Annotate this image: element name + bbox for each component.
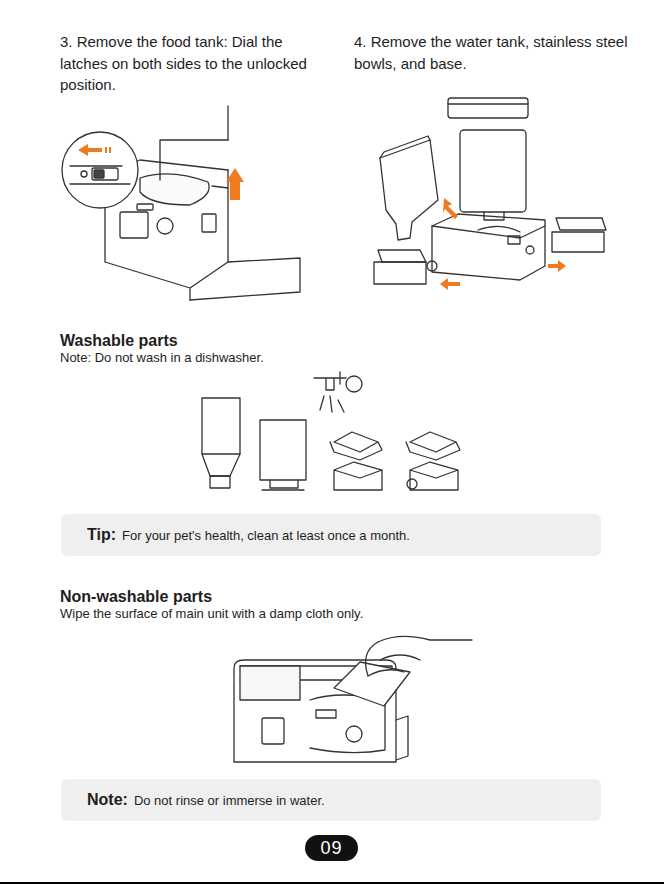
step-instruction: 4. Remove the water tank, stainless stee…: [354, 31, 646, 74]
section-note: Wipe the surface of main unit with a dam…: [60, 605, 580, 622]
section-note: Note: Do not wash in a dishwasher.: [60, 349, 480, 366]
box-heading: Tip:: [87, 526, 116, 544]
washable-parts-illustration: [202, 372, 460, 490]
disassembly-illustration: [374, 98, 606, 284]
food-tank-latch-illustration: [62, 106, 300, 300]
page-number-text: 09: [320, 838, 342, 859]
page-number: 09: [305, 835, 358, 861]
main-unit-wipe-illustration: [234, 636, 472, 762]
section-heading: Non-washable parts: [60, 587, 480, 607]
box-body: Do not rinse or immerse in water.: [134, 792, 325, 809]
step-instruction: 3. Remove the food tank: Dial the latche…: [60, 31, 324, 96]
note-box: Note: Do not rinse or immerse in water.: [61, 779, 601, 821]
orange-arrows: [78, 144, 566, 290]
section-heading: Washable parts: [60, 331, 480, 351]
tip-box: Tip: For your pet's health, clean at leas…: [61, 514, 601, 556]
box-body: For your pet's health, clean at least on…: [122, 527, 410, 544]
box-heading: Note:: [87, 791, 128, 809]
